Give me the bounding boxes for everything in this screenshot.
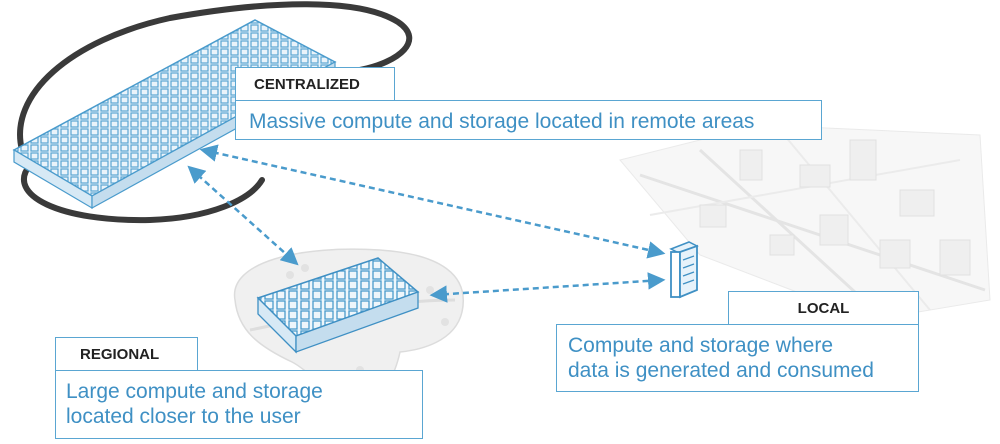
connectors (187, 144, 666, 303)
local-description-line-1: Compute and storage where (568, 334, 833, 357)
local-title-text: LOCAL (797, 299, 850, 317)
centralized-title: CENTRALIZED (235, 67, 395, 101)
regional-description-line-2: located closer to the user (66, 405, 301, 428)
arrow-centralized-regional (187, 165, 299, 266)
regional-description: Large compute and storage located closer… (55, 370, 423, 439)
centralized-description: Massive compute and storage located in r… (235, 100, 822, 140)
regional-title-text: REGIONAL (80, 345, 160, 363)
local-city-illustration (619, 124, 991, 321)
arrow-centralized-local (199, 144, 666, 259)
centralized-description-line-1: Massive compute and storage located in r… (249, 110, 755, 133)
regional-title: REGIONAL (55, 337, 198, 371)
local-title: LOCAL (728, 291, 919, 325)
regional-campus-illustration (233, 248, 464, 399)
local-description-line-2: data is generated and consumed (568, 359, 874, 382)
regional-description-line-1: Large compute and storage (66, 380, 323, 403)
centralized-title-text: CENTRALIZED (254, 75, 360, 93)
arrow-regional-local (429, 272, 666, 303)
local-description: Compute and storage where data is genera… (556, 324, 919, 392)
local-server-icon (669, 241, 699, 299)
